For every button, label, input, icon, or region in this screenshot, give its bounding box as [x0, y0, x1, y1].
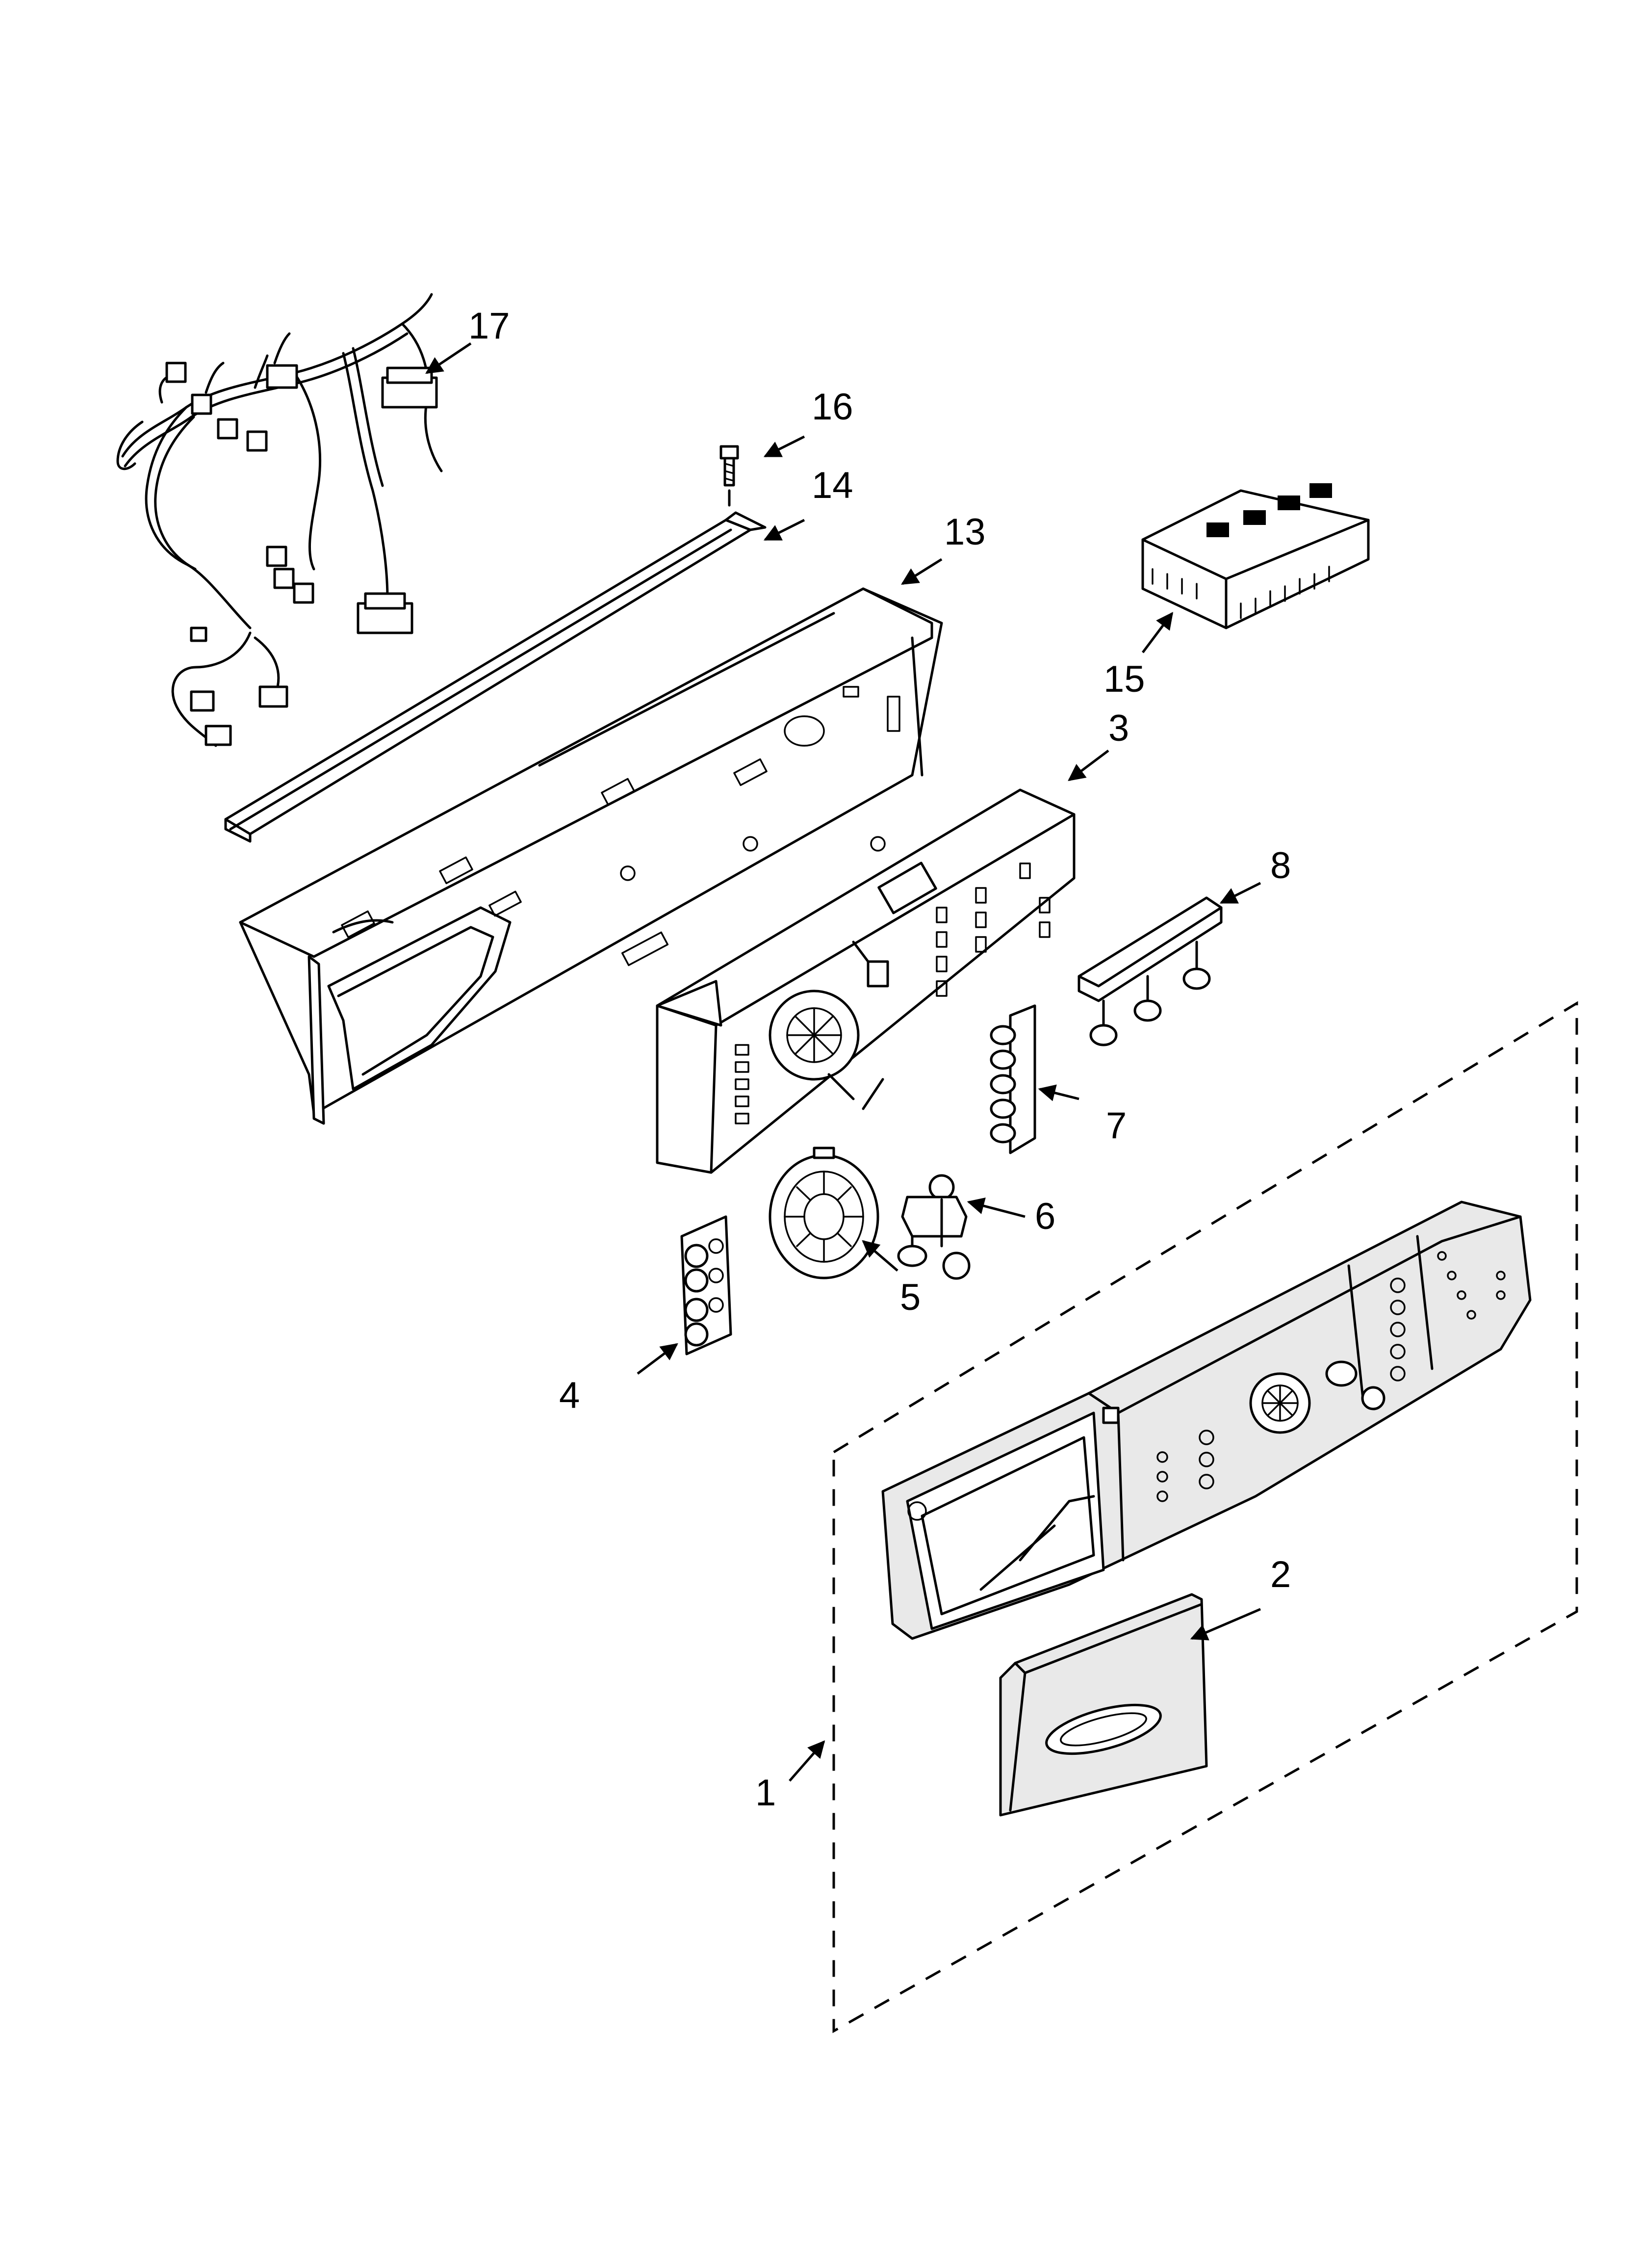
label-2: 2 — [1270, 1554, 1291, 1595]
control-board-part — [1141, 483, 1370, 629]
leader-16 — [763, 435, 805, 458]
switch-block-part — [680, 1215, 732, 1356]
leader-14 — [763, 519, 805, 541]
console-panel-part — [239, 587, 943, 1125]
label-5: 5 — [900, 1277, 921, 1318]
dispenser-drawer-handle-part — [999, 1593, 1208, 1817]
label-1: 1 — [755, 1772, 776, 1814]
leader-15 — [1142, 612, 1174, 653]
leader-17 — [425, 342, 472, 374]
label-13: 13 — [944, 511, 986, 553]
leader-2 — [1190, 1608, 1261, 1641]
label-14: 14 — [812, 465, 853, 506]
callout-labels: 17 16 14 13 15 3 8 7 6 5 4 2 1 — [468, 305, 1291, 1814]
label-7: 7 — [1106, 1105, 1127, 1147]
console-fascia-part — [832, 1001, 1578, 2033]
leader-4 — [637, 1343, 678, 1375]
label-3: 3 — [1108, 707, 1129, 749]
label-17: 17 — [468, 305, 510, 347]
leader-5 — [862, 1240, 898, 1272]
label-4: 4 — [559, 1375, 580, 1416]
trim-rail-part — [224, 511, 767, 843]
wire-harness-part — [116, 293, 443, 747]
dial-ring-part — [769, 1147, 879, 1279]
button-strip-part — [990, 1004, 1036, 1154]
label-6: 6 — [1035, 1196, 1055, 1237]
label-15: 15 — [1103, 658, 1145, 700]
leader-6 — [967, 1198, 1026, 1218]
leader-8 — [1219, 882, 1261, 904]
control-housing-part — [656, 788, 1076, 1174]
button-bracket-part — [1078, 896, 1223, 1046]
leader-3 — [1068, 750, 1109, 782]
knob-clip-part — [897, 1174, 971, 1280]
label-8: 8 — [1270, 845, 1291, 886]
leader-1 — [789, 1740, 825, 1782]
leader-7 — [1038, 1084, 1079, 1101]
leader-lines — [425, 342, 1261, 1782]
label-16: 16 — [812, 386, 853, 428]
screw-part — [719, 445, 739, 507]
leader-13 — [901, 558, 943, 585]
